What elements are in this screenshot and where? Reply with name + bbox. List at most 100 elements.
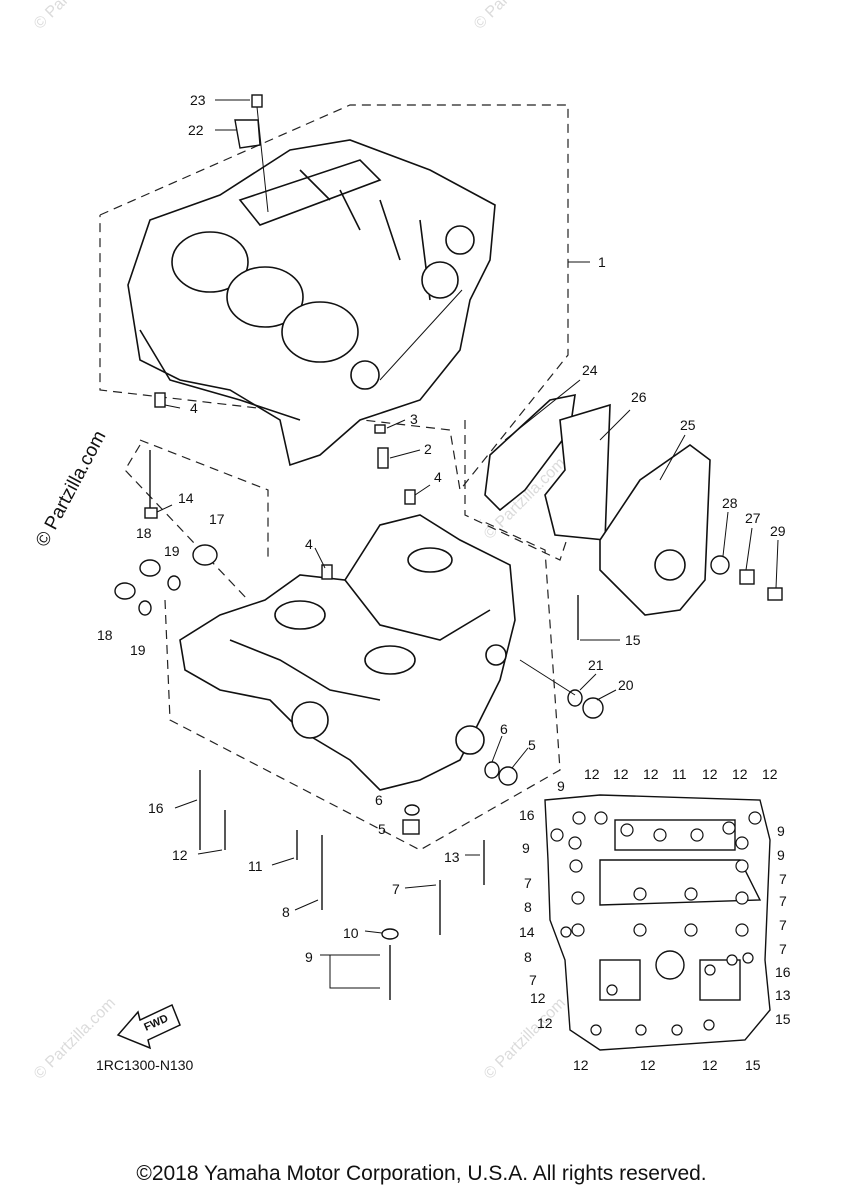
callout-14: 14 <box>178 490 194 506</box>
callout-22: 22 <box>188 122 204 138</box>
callout-5: 5 <box>378 821 386 837</box>
callout-9: 9 <box>522 840 530 856</box>
plug-20 <box>582 697 604 719</box>
callout-26: 26 <box>631 389 647 405</box>
callout-12: 12 <box>643 766 659 782</box>
callout-9: 9 <box>777 847 785 863</box>
callout-13: 13 <box>444 849 460 865</box>
oring-10 <box>381 928 399 940</box>
callout-7: 7 <box>524 875 532 891</box>
callout-28: 28 <box>722 495 738 511</box>
callout-1: 1 <box>598 254 606 270</box>
callout-25: 25 <box>680 417 696 433</box>
callout-12: 12 <box>732 766 748 782</box>
callout-17: 17 <box>209 511 225 527</box>
small-parts <box>114 94 783 1000</box>
plug-5a <box>498 766 518 786</box>
cover-25 <box>599 444 711 616</box>
callout-8: 8 <box>524 949 532 965</box>
callout-12: 12 <box>573 1057 589 1073</box>
oring-19b <box>138 600 152 616</box>
callout-7: 7 <box>529 972 537 988</box>
washer-3 <box>374 424 386 434</box>
callout-11: 11 <box>248 858 263 874</box>
collar-27 <box>739 569 755 585</box>
seal-18a <box>139 559 161 577</box>
callout-5: 5 <box>528 737 536 753</box>
bolt-23 <box>251 94 263 108</box>
oring-19a <box>167 575 181 591</box>
callout-9: 9 <box>557 778 565 794</box>
callouts: 23 22 1 4 3 2 4 4 24 26 25 14 17 18 19 1… <box>97 92 791 1073</box>
callout-16: 16 <box>519 807 535 823</box>
callout-24: 24 <box>582 362 598 378</box>
callout-18: 18 <box>136 525 152 541</box>
plug-2 <box>377 447 389 469</box>
copyright-notice: ©2018 Yamaha Motor Corporation, U.S.A. A… <box>136 1162 707 1185</box>
callout-20: 20 <box>618 677 634 693</box>
callout-4: 4 <box>434 469 442 485</box>
callout-12: 12 <box>640 1057 656 1073</box>
watermark: © Partzilla.com <box>31 0 119 33</box>
callout-9: 9 <box>305 949 313 965</box>
callout-6: 6 <box>375 792 383 808</box>
callout-2: 2 <box>424 441 432 457</box>
callout-15: 15 <box>745 1057 761 1073</box>
callout-14: 14 <box>519 924 535 940</box>
callout-16: 16 <box>148 800 164 816</box>
callout-19: 19 <box>130 642 146 658</box>
callout-7: 7 <box>392 881 400 897</box>
callout-16: 16 <box>775 964 791 980</box>
callout-18: 18 <box>97 627 113 643</box>
seal-18b <box>114 582 136 600</box>
callout-6: 6 <box>500 721 508 737</box>
oring-6b <box>404 804 420 816</box>
forward-arrow: FWD <box>116 1003 181 1050</box>
dowel-4c <box>321 564 333 580</box>
callout-15: 15 <box>775 1011 791 1027</box>
callout-23: 23 <box>190 92 206 108</box>
callout-19: 19 <box>164 543 180 559</box>
plug-5b <box>402 819 420 835</box>
callout-13: 13 <box>775 987 791 1003</box>
lower-crankcase <box>179 514 516 791</box>
oring-6a <box>484 761 500 779</box>
seal-17 <box>192 544 218 566</box>
callout-9: 9 <box>777 823 785 839</box>
dowel-4a <box>154 392 166 408</box>
leader-lines <box>156 99 779 989</box>
diagram-code: 1RC1300-N130 <box>96 1057 193 1073</box>
callout-12: 12 <box>702 766 718 782</box>
watermark: © Partzilla.com <box>471 0 559 33</box>
ring-28 <box>710 555 730 575</box>
callout-12: 12 <box>537 1015 553 1031</box>
upper-crankcase <box>127 139 496 467</box>
bottom-view-inset <box>544 794 771 1051</box>
cover-26 <box>544 403 611 541</box>
callout-12: 12 <box>172 847 188 863</box>
bracket-22 <box>234 119 261 149</box>
callout-7: 7 <box>779 871 787 887</box>
callout-3: 3 <box>410 411 418 427</box>
callout-21: 21 <box>588 657 604 673</box>
callout-8: 8 <box>524 899 532 915</box>
callout-4: 4 <box>190 400 198 416</box>
callout-4: 4 <box>305 536 313 552</box>
callout-10: 10 <box>343 925 359 941</box>
callout-27: 27 <box>745 510 761 526</box>
callout-7: 7 <box>779 893 787 909</box>
callout-12: 12 <box>530 990 546 1006</box>
callout-29: 29 <box>770 523 786 539</box>
oring-21 <box>567 689 583 707</box>
side-covers <box>484 393 711 616</box>
watermark: © Partzilla.com <box>481 995 569 1083</box>
callout-12: 12 <box>702 1057 718 1073</box>
callout-15: 15 <box>625 632 641 648</box>
callout-12: 12 <box>584 766 600 782</box>
callout-12: 12 <box>613 766 629 782</box>
bolt-29 <box>767 587 783 601</box>
callout-11: 11 <box>672 766 687 782</box>
callout-12: 12 <box>762 766 778 782</box>
